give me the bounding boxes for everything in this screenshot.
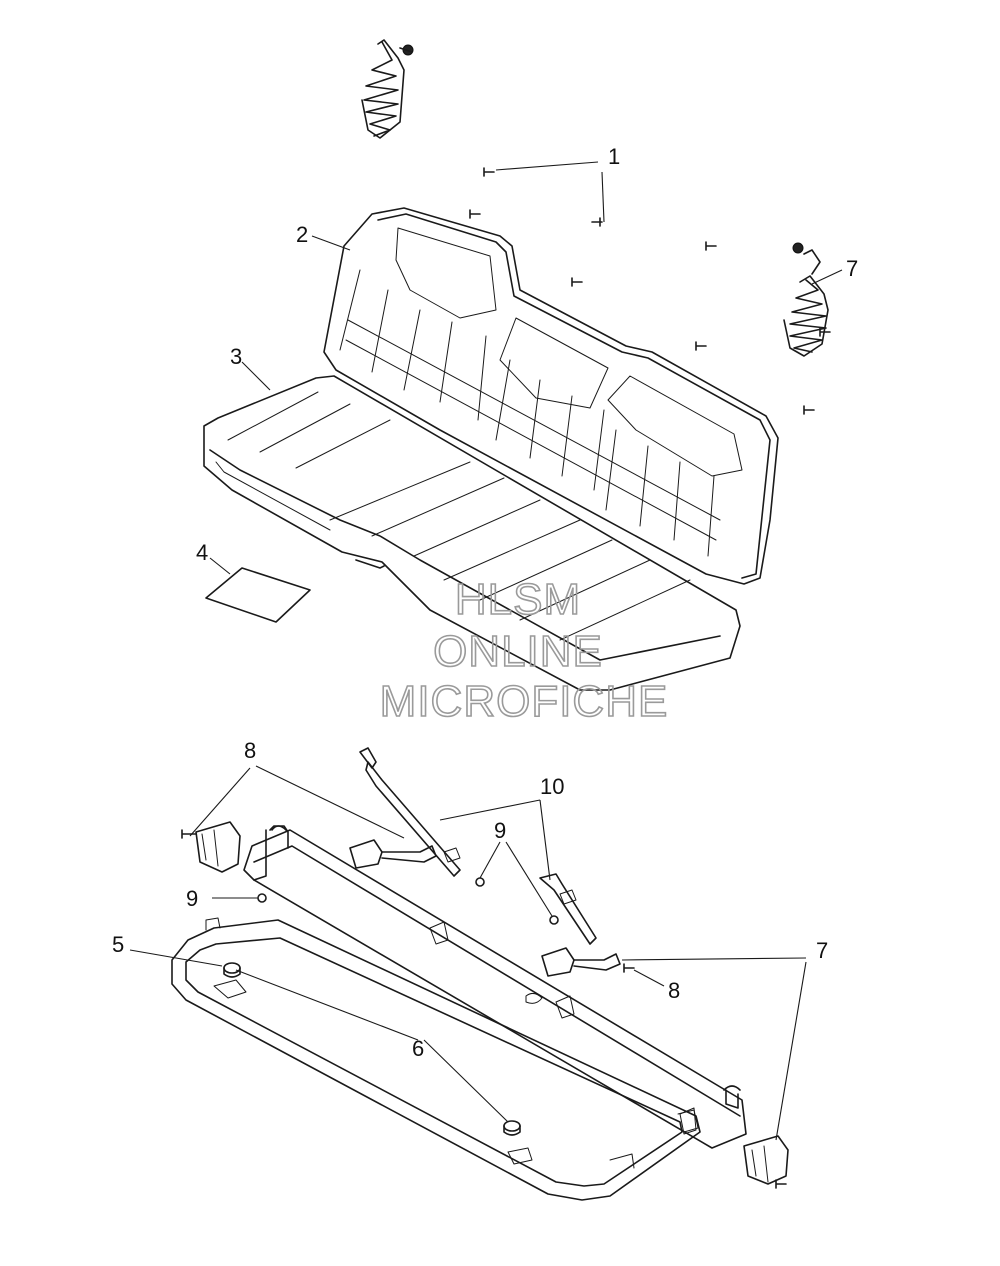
callout-5: 5 [112, 932, 124, 957]
callout-7-bottom: 7 [816, 938, 828, 963]
spring-top-right [783, 242, 829, 357]
seatbelt-buckle-right [743, 1135, 789, 1189]
callout-10: 10 [540, 774, 564, 799]
callout-7-top: 7 [846, 256, 858, 281]
callout-3: 3 [230, 344, 242, 369]
screws-upper [469, 167, 831, 415]
seatbelt-buckle-left [181, 821, 241, 873]
watermark-line-2: ONLINE [433, 627, 603, 676]
callout-8-top: 8 [244, 738, 256, 763]
seat-crossbar [243, 825, 747, 1149]
decal-sheet [205, 567, 311, 623]
callout-8-right: 8 [668, 978, 680, 1003]
watermark-line-1: HLSM [455, 575, 581, 624]
callout-1: 1 [608, 144, 620, 169]
seatbelt-straps [349, 747, 635, 977]
seat-frame [171, 917, 701, 1201]
spring-top-left [361, 39, 414, 139]
callout-2: 2 [296, 222, 308, 247]
callout-4: 4 [196, 540, 208, 565]
watermark-line-3: MICROFICHE [380, 677, 669, 726]
callout-9-left: 9 [186, 886, 198, 911]
callout-6: 6 [412, 1036, 424, 1061]
rubber-bumpers [223, 962, 521, 1136]
leader-lines [129, 161, 843, 1141]
seat-backrest [323, 207, 779, 585]
seat-cushion [203, 375, 741, 691]
callout-9-mid: 9 [494, 818, 506, 843]
